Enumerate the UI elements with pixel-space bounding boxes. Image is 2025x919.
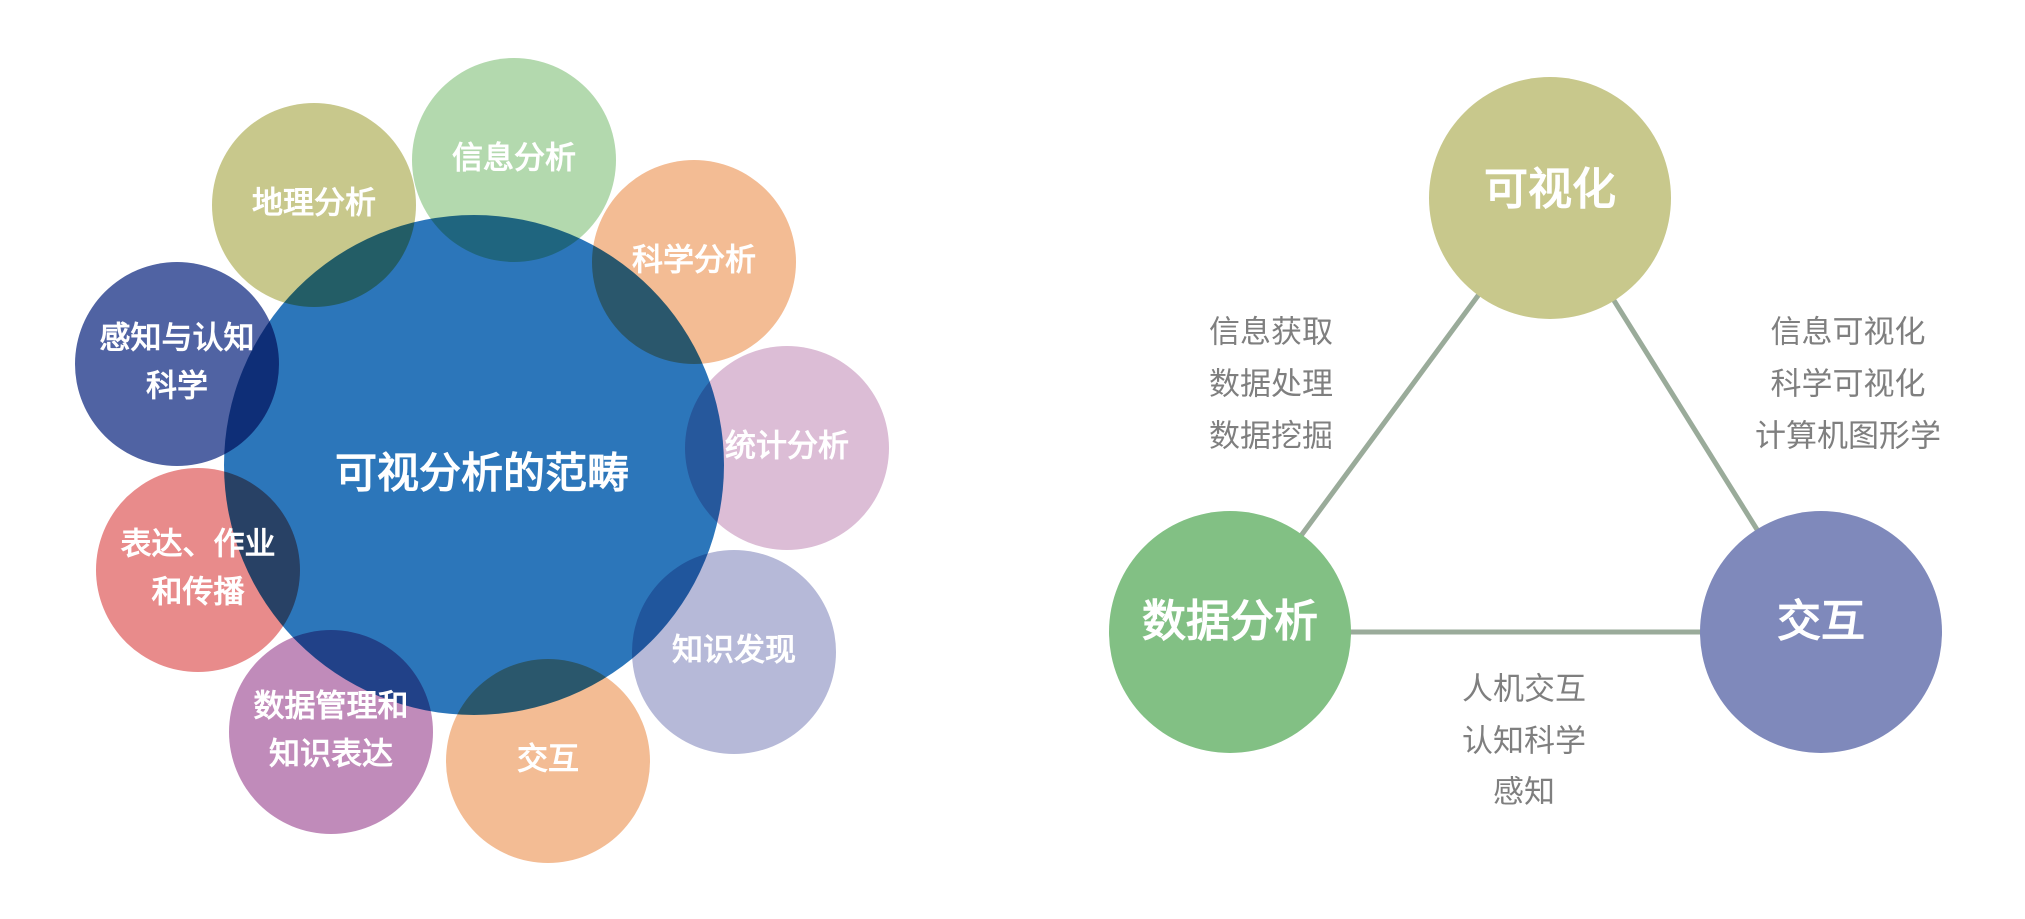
satellite-label: 和传播 [152,575,246,611]
satellite-label: 统计分析 [725,429,849,465]
satellite-label: 科学分析 [632,243,756,279]
node-visualization-label: 可视化 [1484,164,1616,215]
edge-text-analysis-visualization: 信息获取 数据处理 数据挖掘 [1209,315,1333,455]
center-label: 可视分析的范畴 [335,449,629,498]
satellite-label: 信息分析 [452,141,576,177]
center-circle [224,215,724,715]
satellite-circle [412,58,616,262]
satellite-label: 地理分析 [252,186,376,222]
node-visualization [1429,77,1671,319]
edge-text-line: 感知 [1493,775,1555,811]
satellite-label: 数据管理和 [254,689,409,725]
triangle-diagram: 可视化 数据分析 交互 信息获取 数据处理 数据挖掘 信息可视化 科学可视化 计… [1109,77,1942,811]
edge-text-line: 计算机图形学 [1755,419,1941,455]
satellite-circle [685,346,889,550]
node-data-analysis [1109,511,1351,753]
node-interaction-label: 交互 [1777,596,1865,647]
satellite-label: 感知与认知 [100,321,255,357]
edge-text-line: 信息获取 [1209,315,1333,351]
edge-text-line: 数据挖掘 [1209,419,1333,455]
satellite-label: 交互 [517,742,579,778]
satellite-label: 科学 [146,369,208,405]
node-data-analysis-label: 数据分析 [1142,596,1318,647]
satellite-circle [75,262,279,466]
satellite-label: 知识表达 [269,737,393,773]
satellite-label: 表达、作业 [121,527,276,563]
edge-text-visualization-interaction: 信息可视化 科学可视化 计算机图形学 [1755,315,1941,455]
edge-text-line: 认知科学 [1462,724,1586,760]
edge-text-analysis-interaction: 人机交互 认知科学 感知 [1462,672,1586,811]
satellite-label: 知识发现 [672,633,796,669]
edge-text-line: 人机交互 [1462,672,1586,708]
edge-text-line: 科学可视化 [1771,367,1926,403]
node-interaction [1700,511,1942,753]
edge-text-line: 信息可视化 [1771,315,1926,351]
edge-text-line: 数据处理 [1209,367,1333,403]
